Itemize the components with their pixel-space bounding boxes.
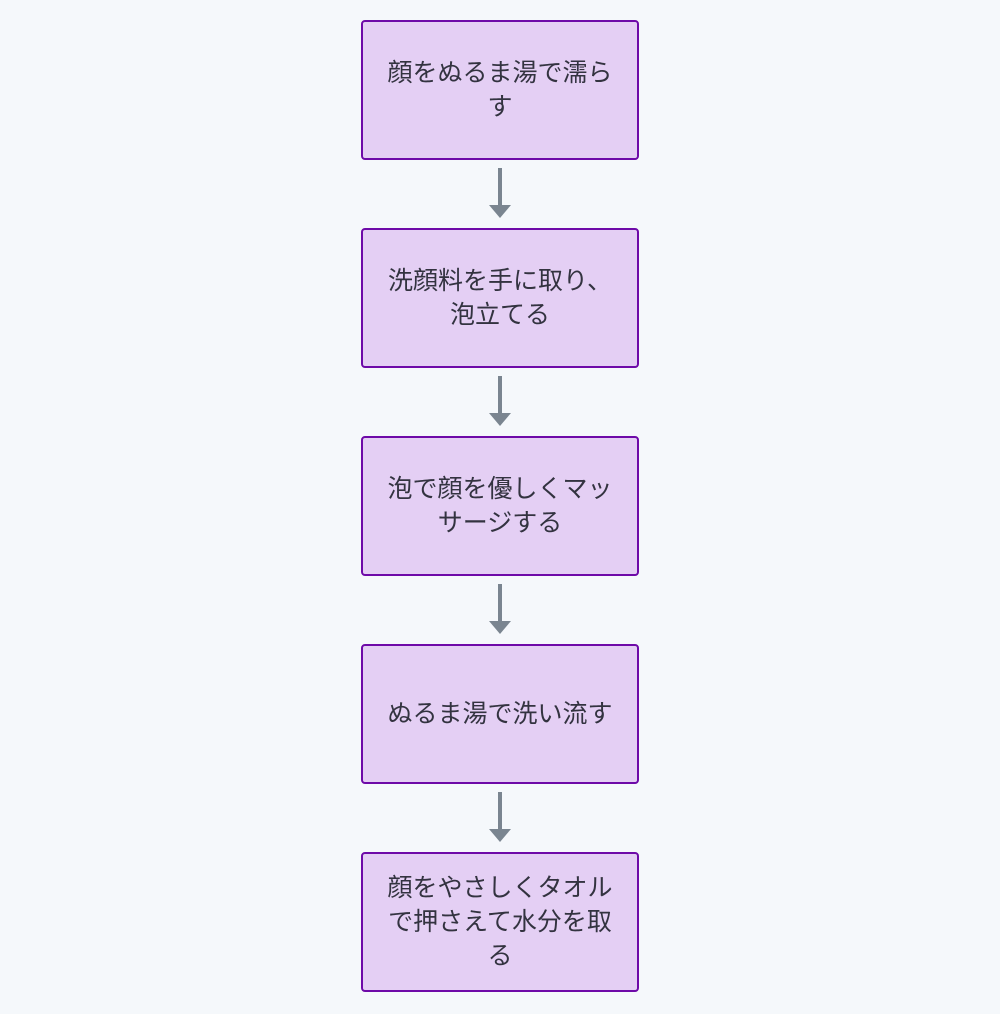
step-1-box: 顔をぬるま湯で濡ら す [361,20,639,160]
arrow-4-to-5 [489,792,511,842]
step-4-box: ぬるま湯で洗い流す [361,644,639,784]
step-5-box: 顔をやさしくタオル で押さえて水分を取 る [361,852,639,992]
step-4-label: ぬるま湯で洗い流す [387,699,613,728]
arrow-2-to-3 [489,376,511,426]
step-2-label: 洗顔料を手に取り、 泡立てる [387,266,612,329]
step-3-box: 泡で顔を優しくマッ サージする [361,436,639,576]
step-3-label: 泡で顔を優しくマッ サージする [387,474,613,537]
step-1-label: 顔をぬるま湯で濡ら す [387,58,613,121]
step-5-label: 顔をやさしくタオル で押さえて水分を取 る [387,873,613,970]
arrow-3-to-4 [489,584,511,634]
arrow-1-to-2 [489,168,511,218]
step-2-box: 洗顔料を手に取り、 泡立てる [361,228,639,368]
